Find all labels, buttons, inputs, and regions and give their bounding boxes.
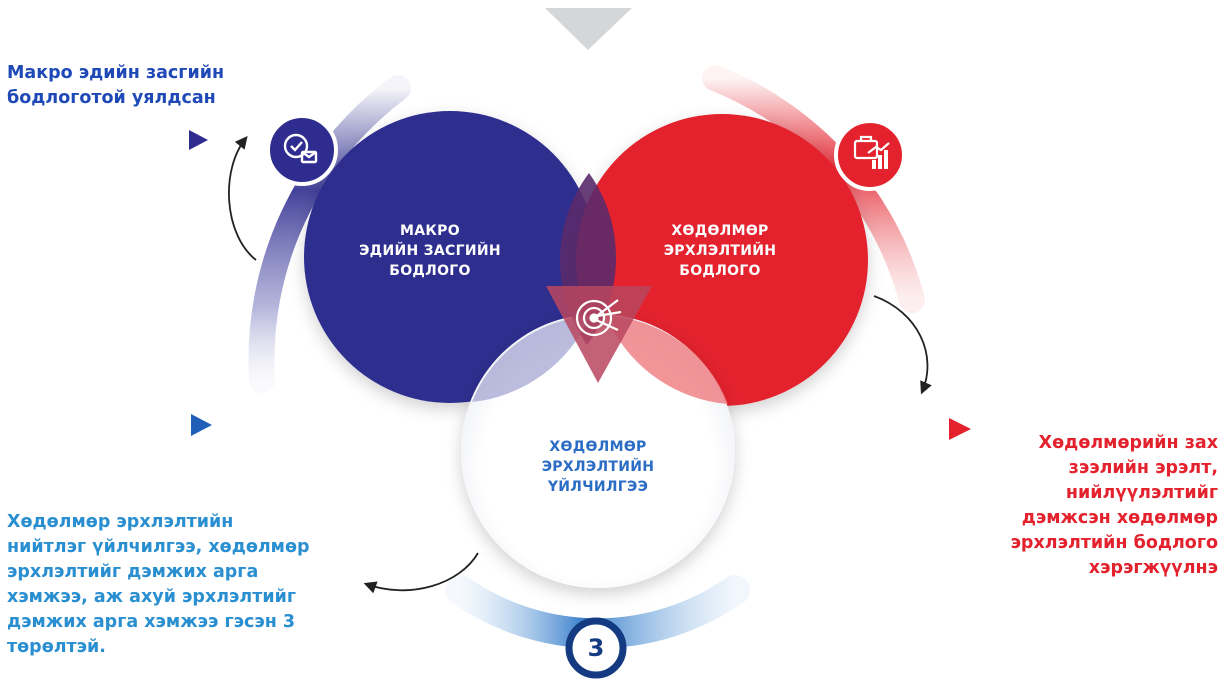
briefcase-chart-icon: [853, 135, 890, 169]
bullet-triangle-services: [191, 414, 212, 436]
left-outer-arc: [248, 75, 411, 393]
number-badge: [565, 617, 627, 679]
target-arrows-icon: [575, 299, 622, 337]
caption-labor-policy: Хөдөлмөрийн зах зээлийн эрэлт, нийлүүлэл…: [1010, 433, 1218, 578]
overlap-labor-services: [606, 316, 728, 404]
bullet-triangle-labor: [949, 418, 971, 440]
curved-arrow-right: [873, 295, 932, 395]
top-triangle: [545, 8, 632, 50]
circle-label-labor-policy: ХӨДӨЛМӨР ЭРХЛЭЛТИЙН БОДЛОГО: [663, 223, 777, 279]
labor-badge: [834, 119, 906, 191]
curved-arrow-left: [228, 136, 257, 261]
bullet-triangle-macro: [189, 130, 208, 150]
number-badge-label: 3: [587, 634, 605, 662]
circle-macro-policy: [304, 111, 596, 403]
caption-employment-services: Хөдөлмөр эрхлэлтийн нийтлэг үйлчилгээ, х…: [7, 512, 310, 657]
circle-label-employment-services: ХӨДӨЛМӨР ЭРХЛЭЛТИЙН ҮЙЛЧИЛГЭЭ: [541, 439, 655, 495]
macro-badge: [266, 114, 338, 186]
overlap-macro-services: [472, 316, 590, 402]
caption-macro-linked: Макро эдийн засгийн бодлоготой уялдсан: [7, 63, 225, 108]
gear-check-document-icon: [283, 133, 318, 164]
circle-label-macro-policy: МАКРО ЭДИЙН ЗАСГИЙН БОДЛОГО: [359, 223, 501, 279]
curved-arrow-bottom: [363, 552, 479, 594]
